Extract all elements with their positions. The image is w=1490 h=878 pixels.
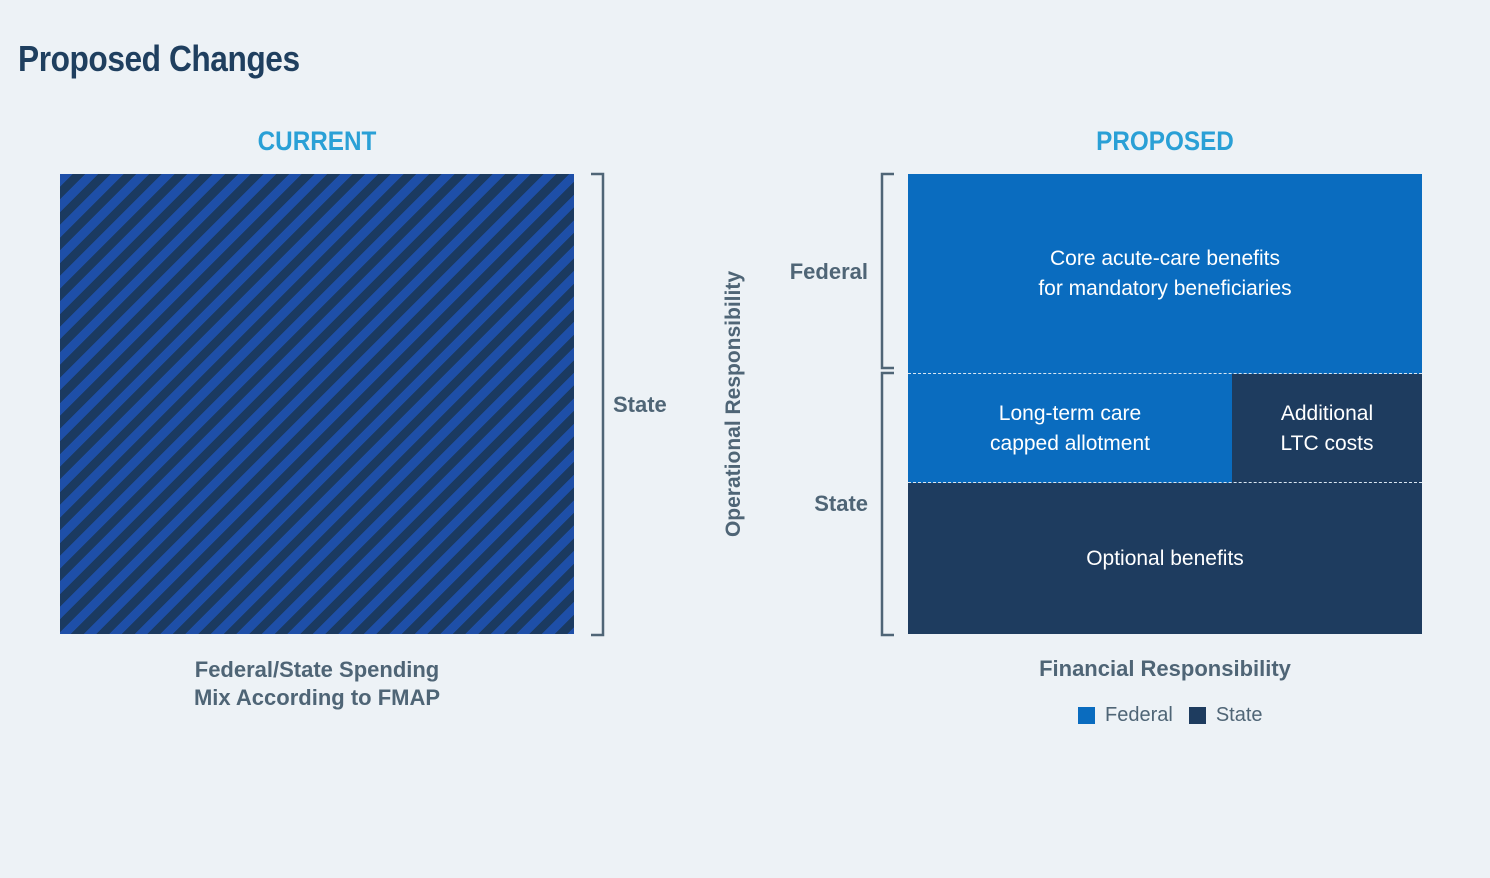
core-line1: Core acute-care benefits: [1050, 247, 1280, 270]
federal-group-label: Federal: [789, 259, 868, 284]
addl-line2: LTC costs: [1280, 431, 1374, 455]
legend-swatch-state: [1188, 707, 1206, 724]
current-caption-line1: Federal/State Spending: [194, 657, 440, 682]
optional-text: Optional benefits: [1086, 546, 1244, 570]
state-bracket: [880, 371, 894, 637]
addl-line1: Additional: [1280, 401, 1374, 425]
divider-ltc-optional: [908, 482, 1422, 483]
core-acute-care-box: Core acute-care benefits for mandatory b…: [908, 174, 1422, 374]
federal-bracket: [880, 172, 894, 370]
legend-swatch-federal: [1078, 707, 1095, 724]
additional-ltc-costs-box: Additional LTC costs: [1232, 374, 1422, 483]
proposed-heading: PROPOSED: [1096, 126, 1234, 156]
current-heading: CURRENT: [257, 126, 377, 156]
current-hatched-box: [60, 174, 574, 634]
core-line2: for mandatory beneficiaries: [1038, 277, 1292, 300]
legend-label-federal: Federal: [1105, 704, 1173, 726]
current-caption: Federal/State Spending Mix According to …: [60, 656, 574, 712]
legend-label-state: State: [1215, 704, 1263, 726]
current-bracket: [591, 172, 605, 637]
optional-benefits-box: Optional benefits: [908, 483, 1422, 634]
proposed-brackets: [880, 172, 894, 637]
financial-axis-label: Financial Responsibility: [1039, 656, 1291, 681]
current-state-label: State: [613, 392, 667, 417]
legend: Federal State: [1078, 704, 1263, 727]
ltc-capped-allotment-box: Long-term care capped allotment: [908, 374, 1232, 483]
operational-axis-text: Operational Responsibility: [722, 270, 745, 538]
page-title: Proposed Changes: [18, 38, 300, 79]
ltc-line2: capped allotment: [990, 431, 1150, 455]
current-caption-line2: Mix According to FMAP: [193, 685, 441, 710]
state-group-label: State: [814, 491, 868, 516]
ltc-line1: Long-term care: [998, 401, 1142, 425]
divider-federal-state: [908, 373, 1422, 374]
